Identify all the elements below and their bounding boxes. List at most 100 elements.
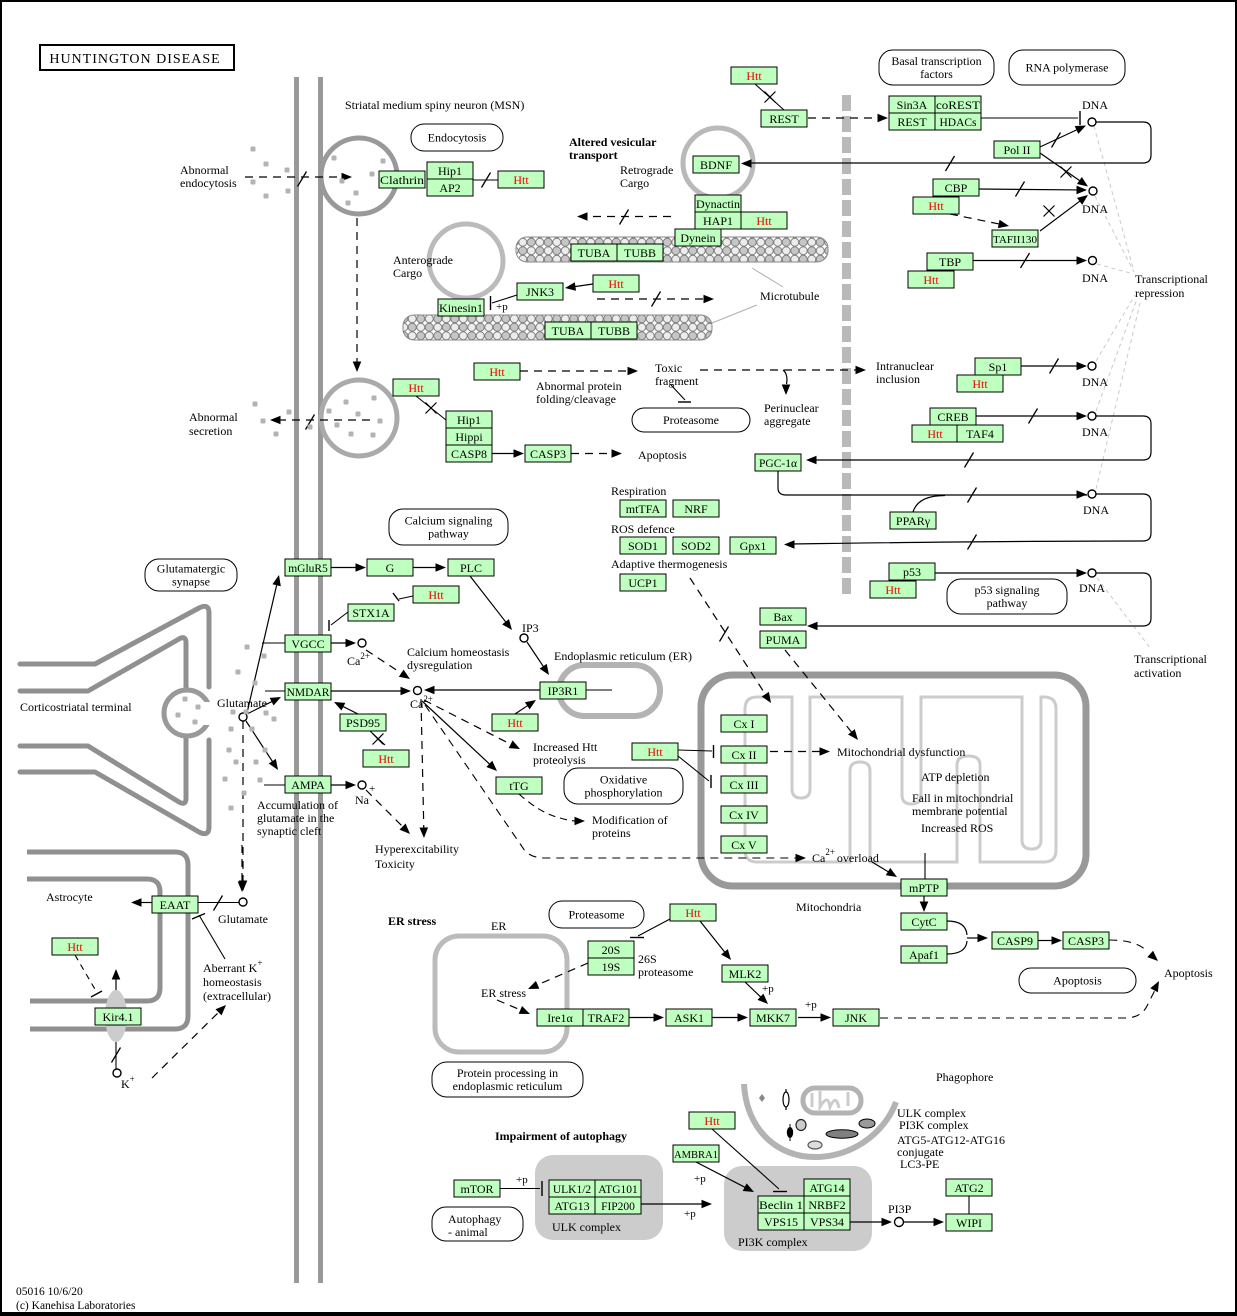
svg-text:Calcium signaling: Calcium signaling <box>405 514 493 528</box>
svg-text:Htt: Htt <box>513 173 529 187</box>
svg-text:PSD95: PSD95 <box>346 716 380 730</box>
svg-text:Htt: Htt <box>608 277 624 291</box>
svg-text:fragment: fragment <box>655 374 699 388</box>
svg-text:Glutamate: Glutamate <box>218 912 268 926</box>
svg-text:ROS defence: ROS defence <box>611 522 675 536</box>
svg-text:Cargo: Cargo <box>393 266 422 280</box>
svg-text:Hyperexcitability: Hyperexcitability <box>375 842 459 856</box>
svg-text:Transcriptional: Transcriptional <box>1134 652 1208 666</box>
svg-text:WIPI: WIPI <box>956 1216 982 1230</box>
svg-text:ATG5-ATG12-ATG16: ATG5-ATG12-ATG16 <box>897 1133 1005 1147</box>
svg-text:PLC: PLC <box>460 561 482 575</box>
svg-text:+p: +p <box>805 999 817 1011</box>
svg-text:Beclin 1: Beclin 1 <box>759 1200 803 1212</box>
svg-text:Retrograde: Retrograde <box>620 163 673 177</box>
svg-text:TUBA: TUBA <box>578 246 611 260</box>
svg-text:Anterograde: Anterograde <box>393 253 453 267</box>
svg-text:Htt: Htt <box>923 273 939 287</box>
svg-text:ULK1/2: ULK1/2 <box>553 1184 592 1196</box>
svg-text:Aberrant K+: Aberrant K+ <box>203 958 262 975</box>
svg-text:LC3-PE: LC3-PE <box>900 1157 939 1171</box>
svg-text:PI3K complex: PI3K complex <box>899 1118 969 1132</box>
svg-text:+p: +p <box>496 301 508 313</box>
svg-text:DNA: DNA <box>1079 581 1105 595</box>
svg-text:Gpx1: Gpx1 <box>740 539 767 553</box>
svg-text:Sp1: Sp1 <box>989 360 1008 374</box>
svg-text:BDNF: BDNF <box>700 158 732 172</box>
svg-text:IP3: IP3 <box>522 621 539 635</box>
svg-text:Hip1: Hip1 <box>438 164 462 178</box>
svg-text:HUNTINGTON DISEASE: HUNTINGTON DISEASE <box>49 52 220 67</box>
svg-text:Dynactin: Dynactin <box>696 199 740 211</box>
svg-text:TUBB: TUBB <box>598 324 630 338</box>
svg-text:Mitochondrial dysfunction: Mitochondrial dysfunction <box>837 745 965 759</box>
svg-text:TBP: TBP <box>939 255 961 269</box>
svg-text:aggregate: aggregate <box>764 414 811 428</box>
svg-text:Cargo: Cargo <box>620 176 649 190</box>
svg-text:EAAT: EAAT <box>160 898 191 912</box>
svg-text:Htt: Htt <box>928 199 944 213</box>
svg-text:phosphorylation: phosphorylation <box>585 786 663 800</box>
svg-text:26S: 26S <box>638 952 657 966</box>
svg-text:Glutamate: Glutamate <box>217 696 267 710</box>
svg-text:CASP9: CASP9 <box>997 934 1033 948</box>
svg-text:TAFII130: TAFII130 <box>993 235 1037 246</box>
svg-text:membrane potential: membrane potential <box>912 804 1008 818</box>
svg-text:(extracellular): (extracellular) <box>203 989 271 1003</box>
svg-text:PI3P: PI3P <box>888 1202 912 1216</box>
svg-text:SOD2: SOD2 <box>681 539 711 553</box>
svg-text:Astrocyte: Astrocyte <box>46 890 93 904</box>
svg-text:dysregulation: dysregulation <box>407 658 472 672</box>
svg-text:ASK1: ASK1 <box>674 1011 704 1025</box>
svg-text:ATG14: ATG14 <box>809 1181 844 1195</box>
svg-text:Cx IV: Cx IV <box>729 808 759 822</box>
svg-text:TUBA: TUBA <box>552 324 585 338</box>
svg-text:endocytosis: endocytosis <box>180 176 237 190</box>
svg-text:Htt: Htt <box>378 752 394 766</box>
svg-text:19S: 19S <box>602 960 621 974</box>
svg-text:Endoplasmic reticulum (ER): Endoplasmic reticulum (ER) <box>554 649 692 663</box>
svg-text:HAP1: HAP1 <box>703 214 733 228</box>
svg-text:synapse: synapse <box>172 575 210 589</box>
svg-text:STX1A: STX1A <box>352 606 390 620</box>
svg-text:transport: transport <box>569 148 618 162</box>
svg-text:Phagophore: Phagophore <box>936 1070 993 1084</box>
svg-text:VPS15: VPS15 <box>764 1215 798 1229</box>
svg-text:20S: 20S <box>602 943 621 957</box>
svg-text:CBP: CBP <box>945 181 968 195</box>
svg-text:Proteasome: Proteasome <box>663 413 719 427</box>
svg-text:Ire1α: Ire1α <box>547 1011 573 1025</box>
svg-text:Clathrin: Clathrin <box>380 175 424 187</box>
svg-text:Toxic: Toxic <box>655 361 682 375</box>
svg-text:G: G <box>386 561 395 575</box>
svg-text:DNA: DNA <box>1082 271 1108 285</box>
svg-text:Kir4.1: Kir4.1 <box>103 1010 134 1024</box>
svg-text:Htt: Htt <box>408 381 424 395</box>
svg-text:Endocytosis: Endocytosis <box>428 131 487 145</box>
svg-text:PGC-1α: PGC-1α <box>759 458 797 470</box>
svg-text:Htt: Htt <box>885 583 901 597</box>
svg-text:FIP200: FIP200 <box>601 1201 635 1213</box>
svg-text:CASP3: CASP3 <box>1068 934 1104 948</box>
svg-text:ULK complex: ULK complex <box>897 1106 966 1120</box>
svg-text:JNK3: JNK3 <box>526 285 554 299</box>
svg-text:Autophagy: Autophagy <box>448 1212 501 1226</box>
svg-text:+p: +p <box>516 1174 528 1186</box>
svg-text:SOD1: SOD1 <box>628 539 658 553</box>
svg-text:Cx III: Cx III <box>730 778 759 792</box>
svg-text:Dynein: Dynein <box>680 231 715 245</box>
svg-text:Glutamatergic: Glutamatergic <box>157 562 225 576</box>
svg-text:mTOR: mTOR <box>460 1182 493 1196</box>
svg-text:Htt: Htt <box>428 588 444 602</box>
svg-text:Apoptosis: Apoptosis <box>1053 974 1102 988</box>
svg-text:CASP3: CASP3 <box>530 447 566 461</box>
svg-text:conjugate: conjugate <box>897 1145 944 1159</box>
svg-text:Htt: Htt <box>704 1114 720 1128</box>
svg-text:JNK: JNK <box>845 1011 867 1025</box>
svg-text:Htt: Htt <box>756 214 772 228</box>
svg-text:Htt: Htt <box>67 940 83 954</box>
svg-text:Apoptosis: Apoptosis <box>1164 966 1213 980</box>
svg-text:synaptic cleft: synaptic cleft <box>257 824 322 838</box>
svg-text:Modification of: Modification of <box>592 813 668 827</box>
svg-text:RNA polymerase: RNA polymerase <box>1026 61 1109 75</box>
